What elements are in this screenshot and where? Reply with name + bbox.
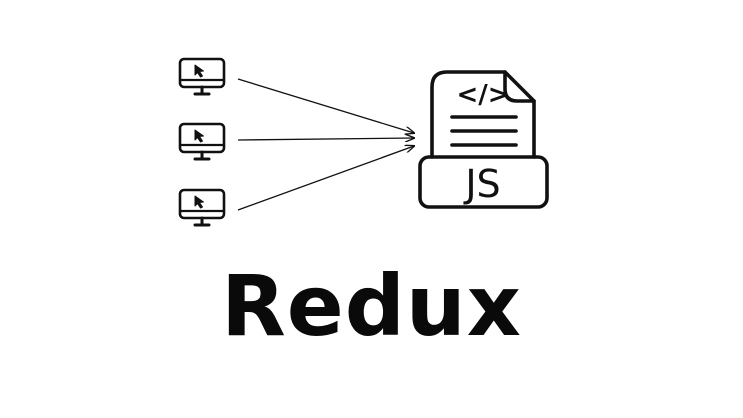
redux-diagram: </> JS bbox=[178, 57, 549, 227]
js-file-icon: </> JS bbox=[418, 70, 549, 209]
client-monitor-3 bbox=[178, 188, 226, 227]
code-symbol: </> bbox=[456, 80, 509, 110]
page-title: Redux bbox=[221, 257, 522, 355]
js-badge bbox=[418, 155, 549, 209]
arrow-client-1-to-js bbox=[237, 78, 414, 133]
monitor-cursor-icon bbox=[178, 122, 226, 161]
monitor-cursor-icon bbox=[178, 188, 226, 227]
js-badge-label: JS bbox=[463, 162, 500, 206]
client-monitor-1 bbox=[178, 57, 226, 96]
monitor-cursor-icon bbox=[178, 57, 226, 96]
arrow-client-2-to-js bbox=[237, 138, 414, 140]
client-monitor-2 bbox=[178, 122, 226, 161]
arrow-client-3-to-js bbox=[237, 146, 414, 211]
